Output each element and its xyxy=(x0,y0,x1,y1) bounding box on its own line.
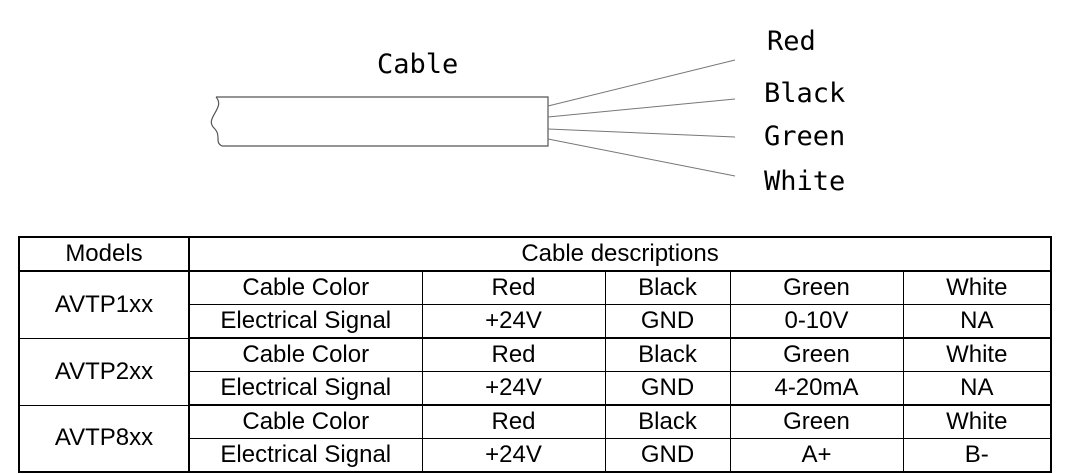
cell: Green xyxy=(729,404,904,439)
cable-label: Cable xyxy=(377,49,458,80)
table-header-row: Models Cable descriptions xyxy=(18,236,1052,272)
cell: GND xyxy=(604,371,731,406)
cell: +24V xyxy=(421,304,606,339)
row-label: Cable Color xyxy=(188,404,423,439)
cell: 0-10V xyxy=(729,304,904,339)
cable-body xyxy=(216,96,549,147)
cell: White xyxy=(902,270,1052,305)
table-row: AVTP8xx Cable Color Red Black Green Whit… xyxy=(18,404,1052,473)
cell: Black xyxy=(604,270,731,305)
wire-black xyxy=(547,98,736,118)
row-label: Electrical Signal xyxy=(188,438,423,473)
cell: Black xyxy=(604,337,731,372)
cable-break-mark xyxy=(210,96,223,147)
cell: Red xyxy=(421,404,606,439)
header-cable-descriptions: Cable descriptions xyxy=(188,236,1052,272)
row-label: Electrical Signal xyxy=(188,304,423,339)
table-row: Electrical Signal +24V GND 4-20mA NA xyxy=(19,371,1052,406)
table-row: AVTP1xx Cable Color Red Black Green Whit… xyxy=(18,270,1052,339)
model-cell: AVTP1xx xyxy=(18,270,190,339)
row-label: Cable Color xyxy=(188,337,423,372)
row-label: Electrical Signal xyxy=(188,371,423,406)
cell: NA xyxy=(902,304,1052,339)
cell: GND xyxy=(604,438,731,473)
wire-label-red: Red xyxy=(767,26,816,57)
cell: White xyxy=(902,404,1052,439)
cable-spec-table: Models Cable descriptions AVTP1xx Cable … xyxy=(18,236,1053,473)
table-row: Electrical Signal +24V GND 0-10V NA xyxy=(19,304,1052,339)
cell: Black xyxy=(604,404,731,439)
wire-green xyxy=(547,128,736,138)
model-cell: AVTP2xx xyxy=(18,337,190,406)
wire-label-black: Black xyxy=(764,78,845,109)
header-models: Models xyxy=(18,236,190,272)
cell: Green xyxy=(729,270,904,305)
wire-white xyxy=(547,138,736,177)
cell: A+ xyxy=(729,438,904,473)
cell: Red xyxy=(421,270,606,305)
row-label: Cable Color xyxy=(188,270,423,305)
table-row: Electrical Signal +24V GND A+ B- xyxy=(19,438,1052,473)
cell: 4-20mA xyxy=(729,371,904,406)
wire-label-green: Green xyxy=(764,121,845,152)
cable-diagram: Cable Red Black Green White xyxy=(210,26,845,197)
cell: White xyxy=(902,337,1052,372)
table-row: AVTP2xx Cable Color Red Black Green Whit… xyxy=(18,337,1052,406)
wire-red xyxy=(547,59,736,107)
cell: B- xyxy=(902,438,1052,473)
wire-label-white: White xyxy=(764,166,845,197)
cell: NA xyxy=(902,371,1052,406)
cell: +24V xyxy=(421,371,606,406)
cell: Red xyxy=(421,337,606,372)
cell: +24V xyxy=(421,438,606,473)
model-cell: AVTP8xx xyxy=(18,404,190,473)
cell: GND xyxy=(604,304,731,339)
cell: Green xyxy=(729,337,904,372)
